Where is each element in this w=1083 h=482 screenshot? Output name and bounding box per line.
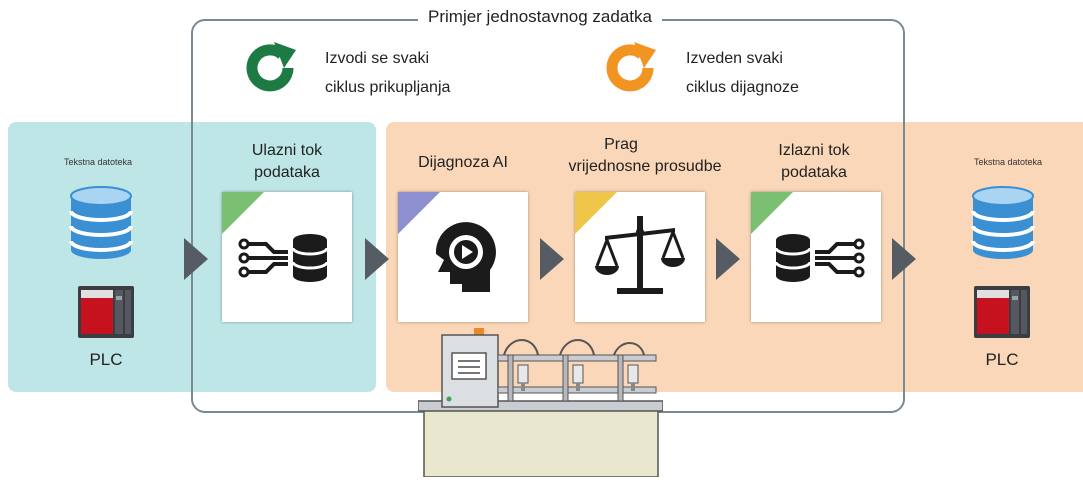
target-plc-label: PLC bbox=[985, 350, 1019, 369]
machine-illustration bbox=[417, 325, 664, 478]
input-stream-title: Ulazni tok podataka bbox=[222, 140, 352, 184]
flow-arrow-icon bbox=[365, 238, 389, 280]
source-plc-label: PLC bbox=[89, 350, 123, 369]
flow-arrow-icon bbox=[184, 238, 208, 280]
threshold-title-line2: vrijednosne prosudbe bbox=[568, 158, 722, 175]
input-stream-card bbox=[222, 192, 352, 322]
target-file-label: Tekstna datoteka bbox=[973, 157, 1043, 167]
frame-title: Primjer jednostavnog zadatka bbox=[418, 7, 662, 27]
output-stream-title-line1: Izlazni tok bbox=[778, 142, 850, 159]
diagnosis-cycle-text: Izveden svaki ciklus dijagnoze bbox=[686, 44, 799, 102]
input-stream-title-line1: Ulazni tok bbox=[251, 142, 323, 159]
flow-arrow-icon bbox=[540, 238, 564, 280]
input-stream-icon bbox=[222, 192, 329, 282]
threshold-title: Prag vrijednosne prosudbe bbox=[560, 134, 730, 178]
output-stream-icon bbox=[751, 192, 865, 282]
target-plc-icon bbox=[974, 286, 1030, 338]
output-stream-card bbox=[751, 192, 881, 322]
collection-cycle-line2: ciklus prikupljanja bbox=[325, 79, 451, 96]
collection-cycle-text: Izvodi se svaki ciklus prikupljanja bbox=[325, 44, 450, 102]
source-database-icon bbox=[68, 186, 134, 260]
threshold-card bbox=[575, 192, 705, 322]
output-stream-title-line2: podataka bbox=[781, 164, 847, 181]
flow-arrow-icon bbox=[716, 238, 740, 280]
ai-diagnosis-title: Dijagnoza AI bbox=[418, 154, 508, 171]
diagnosis-cycle-line2: ciklus dijagnoze bbox=[686, 79, 799, 96]
balance-scale-icon bbox=[575, 192, 685, 294]
flow-arrow-icon bbox=[892, 238, 916, 280]
diagnosis-cycle-line1: Izveden svaki bbox=[686, 50, 783, 67]
source-file-label: Tekstna datoteka bbox=[63, 157, 133, 167]
threshold-title-line1: Prag bbox=[604, 136, 638, 153]
diagnosis-cycle-icon bbox=[598, 36, 662, 100]
collection-cycle-icon bbox=[238, 36, 302, 100]
ai-diagnosis-card bbox=[398, 192, 528, 322]
source-plc-icon bbox=[78, 286, 134, 338]
collection-cycle-line1: Izvodi se svaki bbox=[325, 50, 430, 67]
input-stream-title-line2: podataka bbox=[254, 164, 320, 181]
ai-head-icon bbox=[398, 192, 496, 292]
output-stream-title: Izlazni tok podataka bbox=[744, 140, 884, 184]
target-database-icon bbox=[970, 186, 1036, 260]
